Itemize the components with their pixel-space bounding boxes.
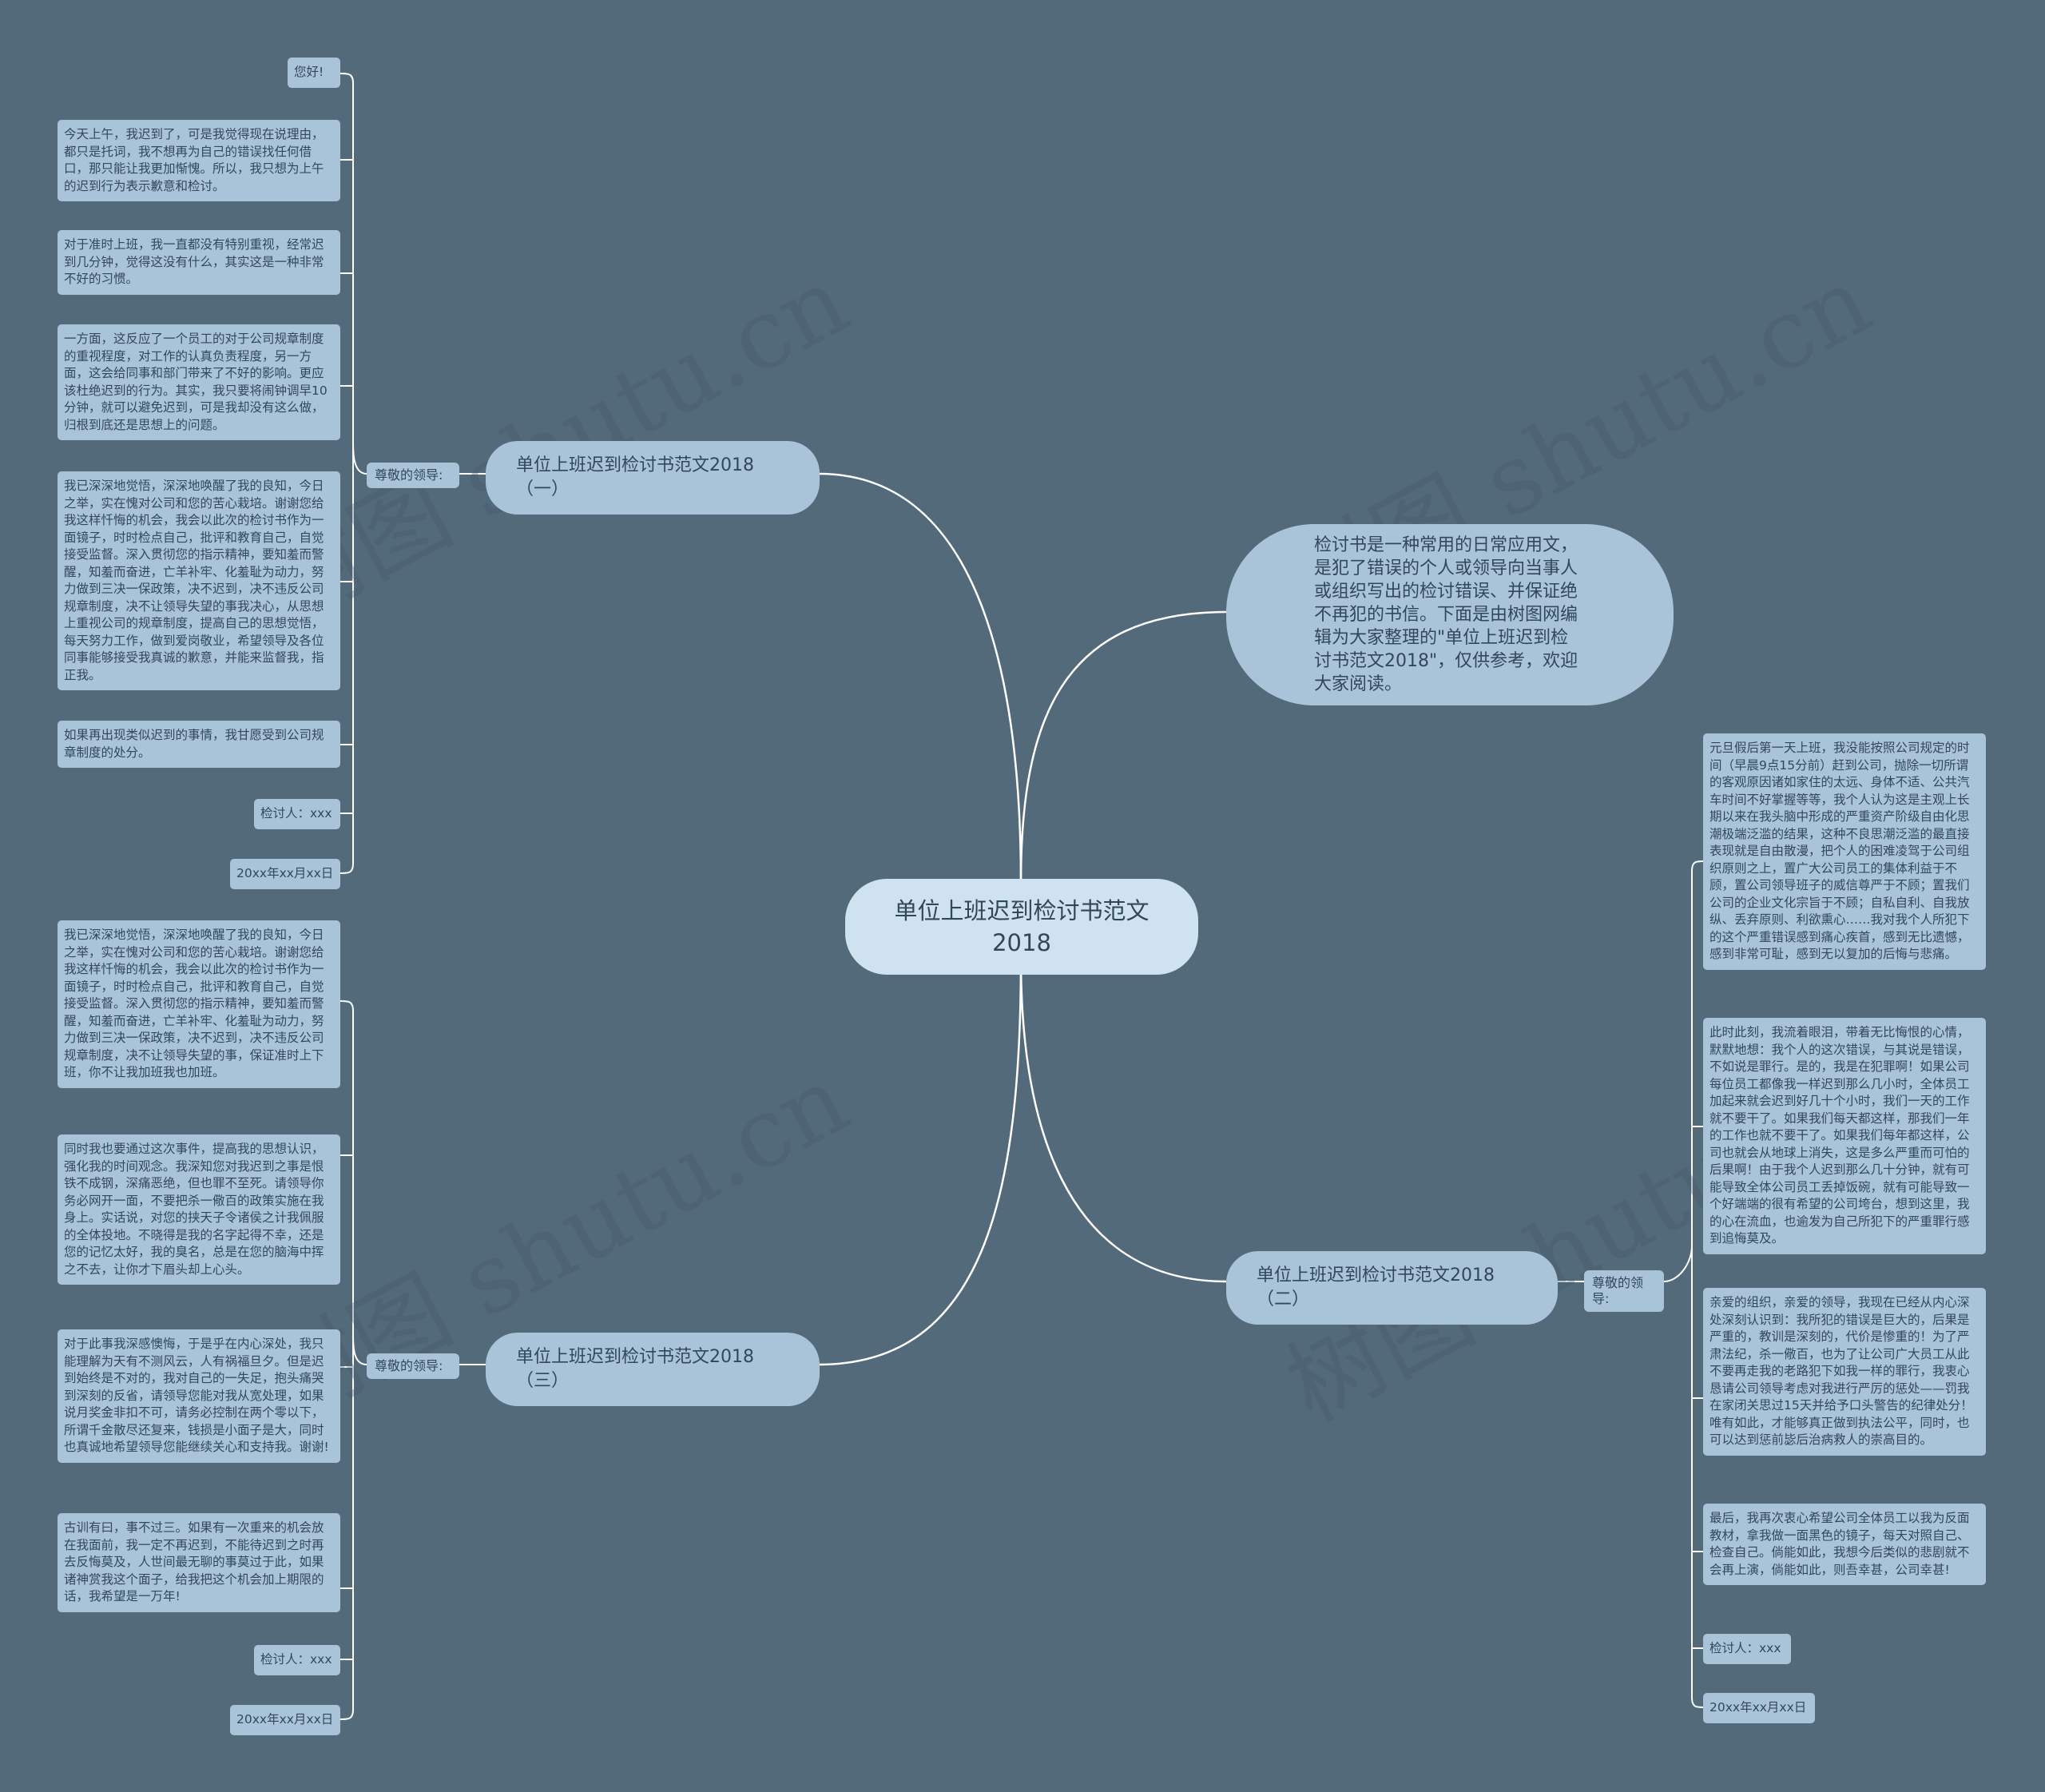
intro-node[interactable]: 检讨书是一种常用的日常应用文，是犯了错误的个人或领导向当事人或组织写出的检讨错误… — [1226, 524, 1674, 705]
branch-3-label[interactable]: 尊敬的领导: — [367, 1353, 459, 1379]
branch-3-leaf-4[interactable]: 古训有曰，事不过三。如果有一次重来的机会放在我面前，我一定不再迟到，不能待迟到之… — [58, 1513, 340, 1612]
branch-3-leaf-2[interactable]: 同时我也要通过这次事件，提高我的思想认识，强化我的时间观念。我深知您对我迟到之事… — [58, 1134, 340, 1285]
branch-1-leaf-3[interactable]: 对于准时上班，我一直都没有特别重视，经常迟到几分钟，觉得这没有什么，其实这是一种… — [58, 230, 340, 295]
branch-1-leaf-2[interactable]: 今天上午，我迟到了，可是我觉得现在说理由，都只是托词，我不想再为自己的错误找任何… — [58, 120, 340, 201]
branch-1-leaf-1[interactable]: 您好! — [288, 58, 340, 88]
branch-2-leaf-3[interactable]: 亲爱的组织，亲爱的领导，我现在已经从内心深处深刻认识到：我所犯的错误是巨大的，后… — [1703, 1288, 1986, 1456]
branch-2-label[interactable]: 尊敬的领导: — [1584, 1270, 1664, 1312]
branch-3-node[interactable]: 单位上班迟到检讨书范文2018（三） — [486, 1333, 820, 1406]
branch-1-node[interactable]: 单位上班迟到检讨书范文2018（一） — [486, 441, 820, 515]
branch-2-leaf-2[interactable]: 此时此刻，我流着眼泪，带着无比悔恨的心情，默默地想：我个人的这次错误，与其说是错… — [1703, 1018, 1986, 1254]
branch-2-leaf-5[interactable]: 检讨人：xxx — [1703, 1634, 1791, 1664]
branch-2-leaf-6[interactable]: 20xx年xx月xx日 — [1703, 1693, 1815, 1723]
branch-2-leaf-4[interactable]: 最后，我再次衷心希望公司全体员工以我为反面教材，拿我做一面黑色的镜子，每天对照自… — [1703, 1504, 1986, 1585]
root-node[interactable]: 单位上班迟到检讨书范文2018 — [845, 879, 1198, 975]
branch-3-leaf-6[interactable]: 20xx年xx月xx日 — [230, 1705, 340, 1735]
branch-1-leaf-7[interactable]: 检讨人：xxx — [254, 799, 340, 829]
branch-1-leaf-6[interactable]: 如果再出现类似迟到的事情，我甘愿受到公司规章制度的处分。 — [58, 721, 340, 768]
branch-1-leaf-8[interactable]: 20xx年xx月xx日 — [230, 859, 340, 889]
branch-3-leaf-3[interactable]: 对于此事我深感懊悔，于是乎在内心深处，我只能理解为天有不测风云，人有祸福旦夕。但… — [58, 1329, 340, 1463]
branch-1-leaf-5[interactable]: 我已深深地觉悟，深深地唤醒了我的良知，今日之举，实在愧对公司和您的苦心栽培。谢谢… — [58, 471, 340, 690]
branch-2-leaf-1[interactable]: 元旦假后第一天上班，我没能按照公司规定的时间（早晨9点15分前）赶到公司，抛除一… — [1703, 733, 1986, 970]
branch-2-node[interactable]: 单位上班迟到检讨书范文2018（二） — [1226, 1251, 1558, 1325]
branch-3-leaf-1[interactable]: 我已深深地觉悟，深深地唤醒了我的良知，今日之举，实在愧对公司和您的苦心栽培。谢谢… — [58, 920, 340, 1088]
branch-1-leaf-4[interactable]: 一方面，这反应了一个员工的对于公司规章制度的重视程度，对工作的认真负责程度，另一… — [58, 324, 340, 440]
branch-3-leaf-5[interactable]: 检讨人：xxx — [254, 1645, 340, 1675]
branch-1-label[interactable]: 尊敬的领导: — [367, 463, 459, 488]
